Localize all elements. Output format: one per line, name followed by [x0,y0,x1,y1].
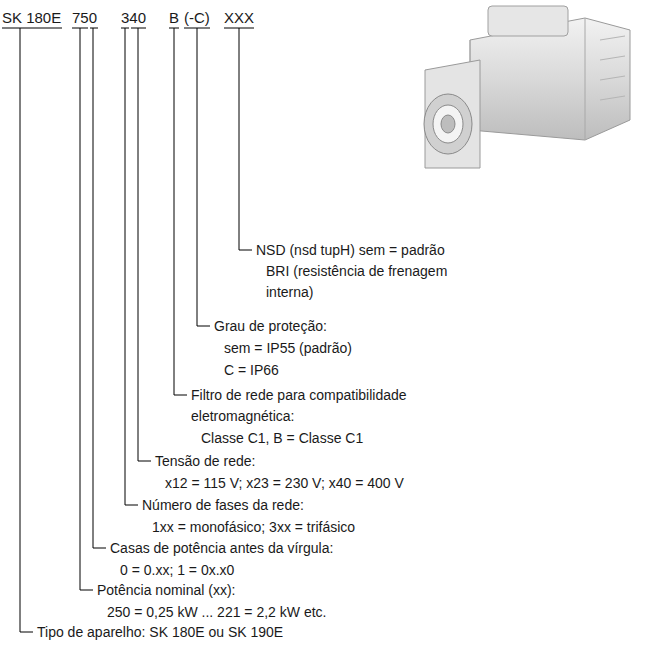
power-code: 750 [72,7,97,28]
power-heading: Potência nominal (xx): [97,580,236,601]
option-text: BRI (resistência de frenagem interna) [266,261,461,303]
gear-motor-illustration [424,6,630,168]
filter-text: Classe C1, B = Classe C1 [201,428,363,449]
mains-code: 340 [121,7,146,28]
filter-code: B [169,7,179,28]
decimal-text: 0 = 0.xx; 1 = 0x.x0 [120,560,234,581]
power-text: 250 = 0,25 kW ... 221 = 2,2 kW etc. [107,602,326,623]
option-code: XXX [224,7,254,28]
protection-text: C = IP66 [224,360,279,381]
option-text: NSD (nsd tupH) sem = padrão [256,240,445,261]
protection-text: sem = IP55 (padrão) [224,338,352,359]
filter-heading: Filtro de rede para compatibilidade elet… [191,385,431,427]
voltage-heading: Tensão de rede: [155,451,255,472]
type-code: SK 180E [2,7,61,28]
phases-heading: Número de fases da rede: [142,495,304,516]
phases-text: 1xx = monofásico; 3xx = trifásico [152,517,355,538]
protection-code: (-C) [184,7,210,28]
decimal-heading: Casas de potência antes da vírgula: [110,538,333,559]
protection-heading: Grau de proteção: [214,316,327,337]
voltage-text: x12 = 115 V; x23 = 230 V; x40 = 400 V [165,473,404,494]
code-underlines [2,28,254,29]
type-text: Tipo de aparelho: SK 180E ou SK 190E [37,622,283,643]
